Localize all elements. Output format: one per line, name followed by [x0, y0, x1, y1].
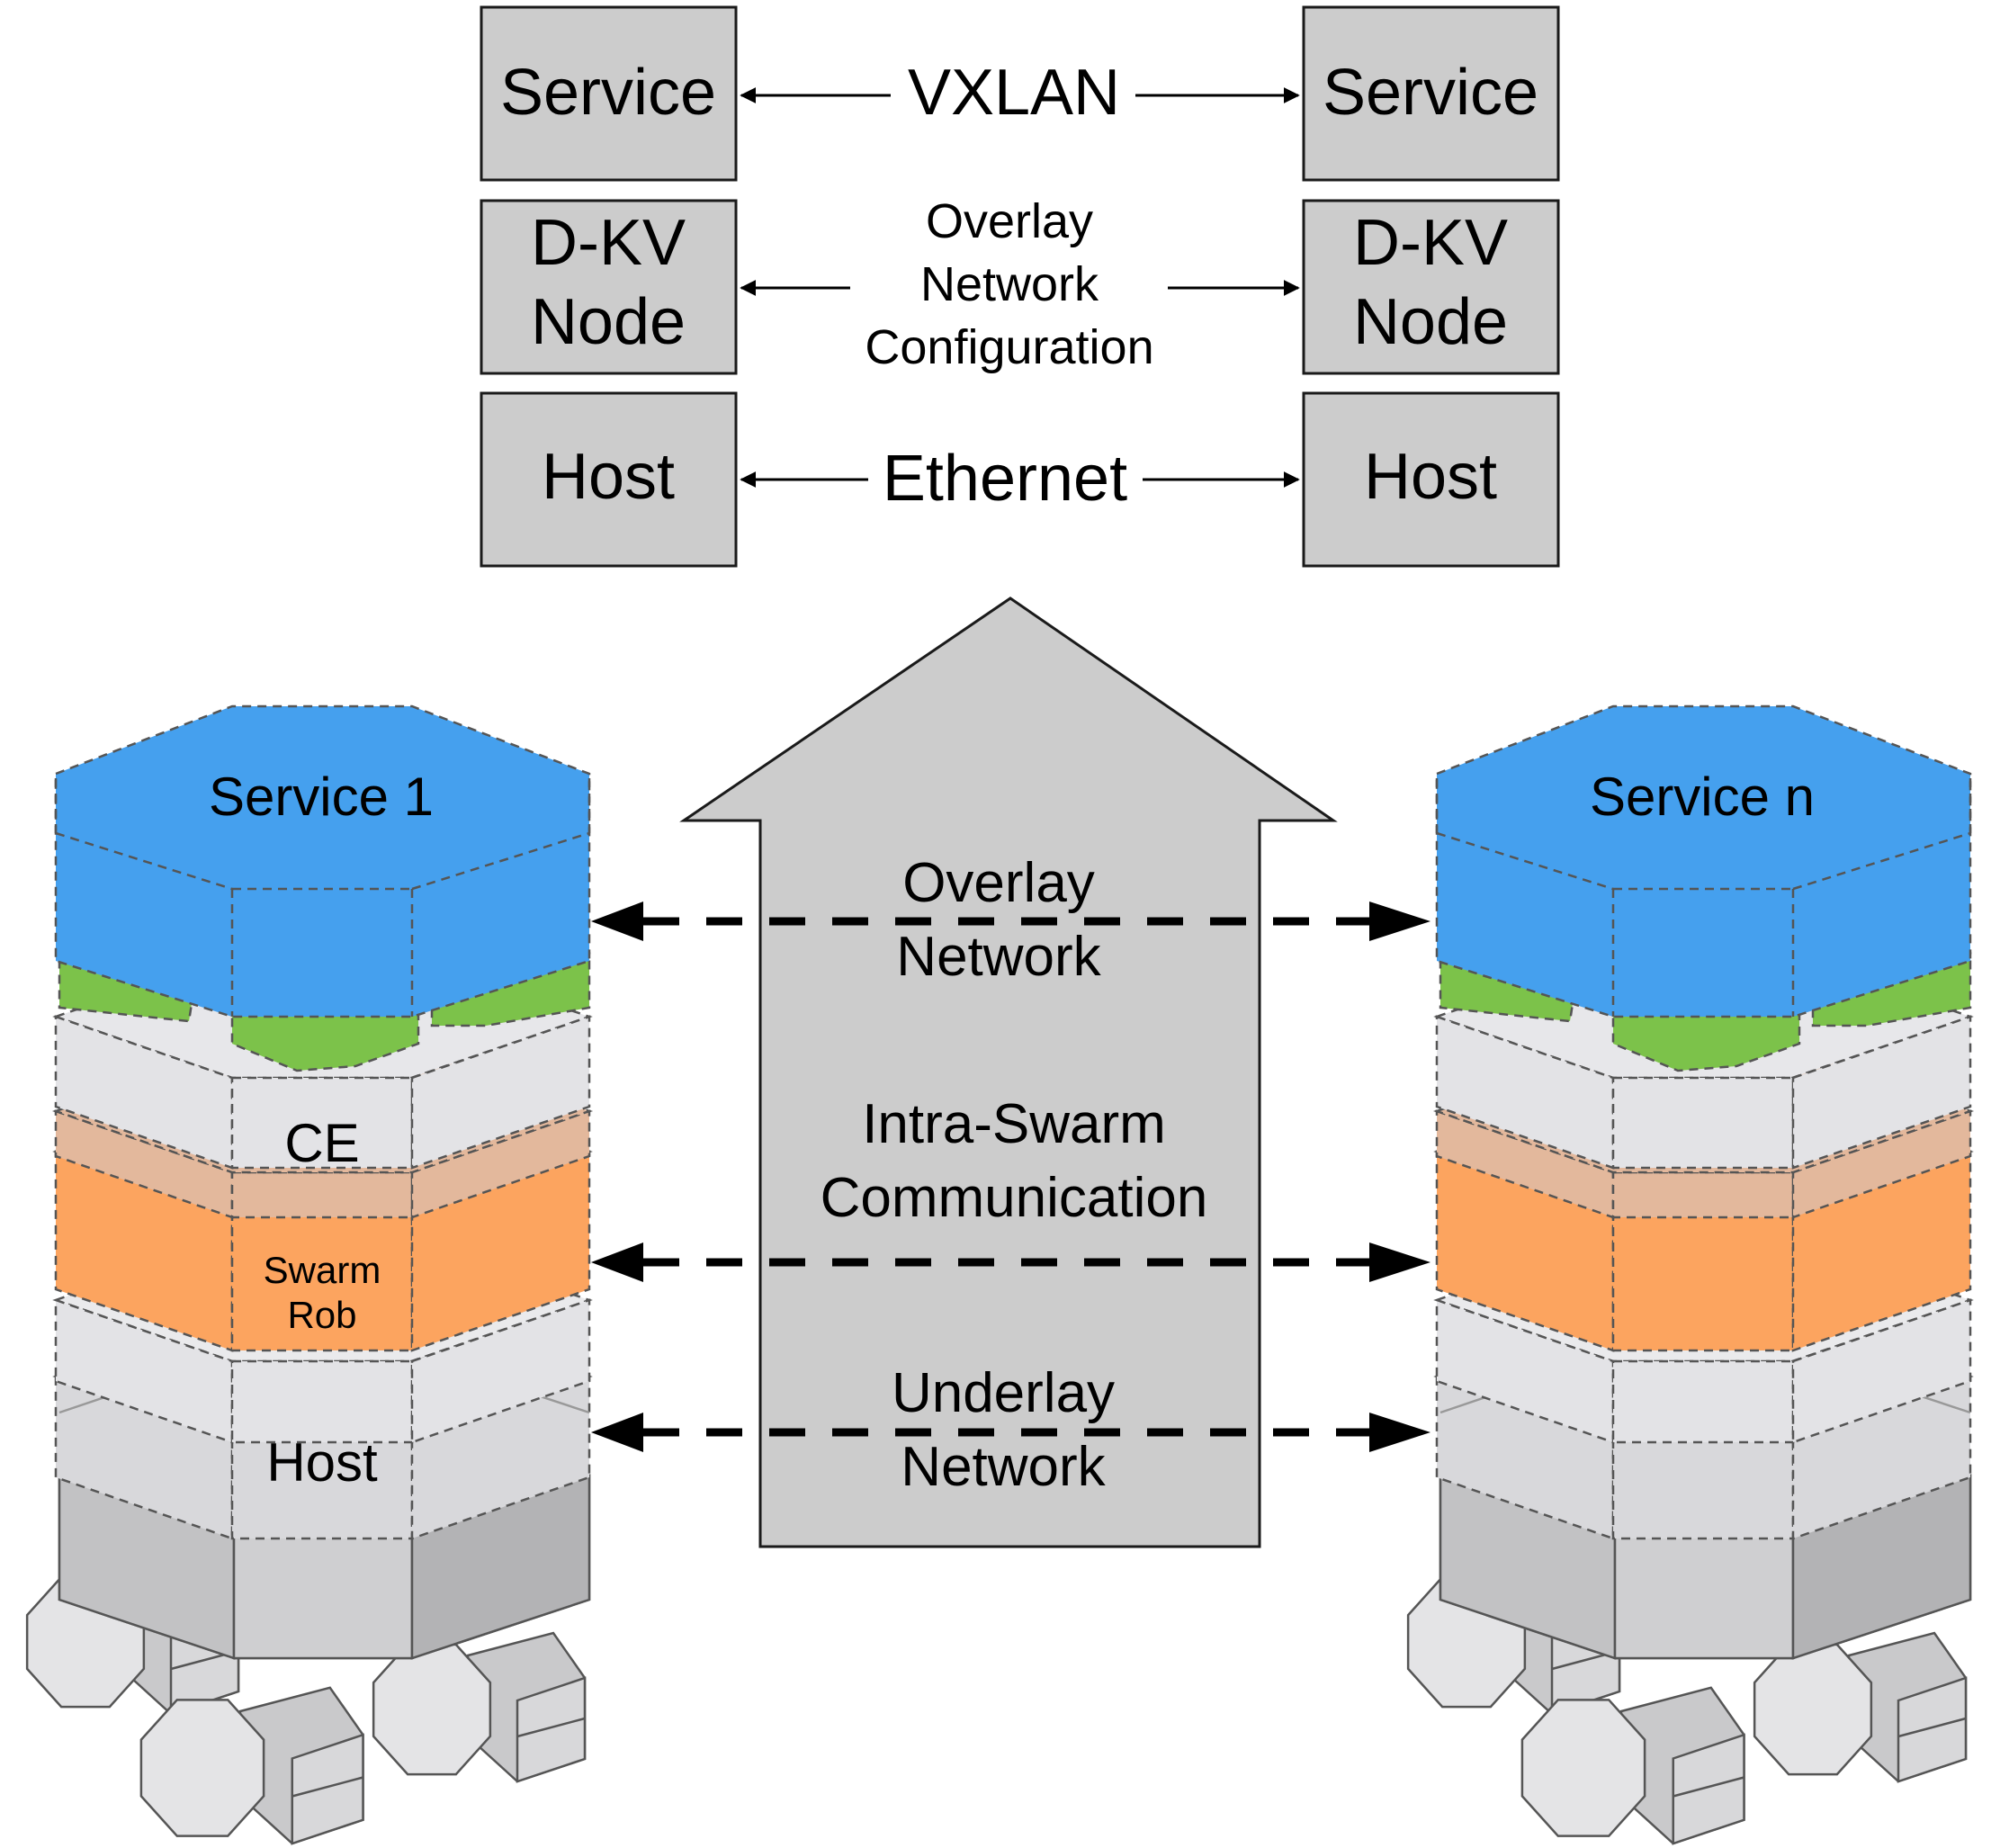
- service-label: Service 1: [209, 767, 434, 827]
- service-label: Service n: [1590, 767, 1815, 827]
- left-host-box: Host: [480, 391, 738, 568]
- wheel: [139, 1686, 364, 1845]
- wheel: [1753, 1631, 1968, 1783]
- left-host-label: Host: [542, 441, 675, 513]
- dashed-links: [591, 902, 1431, 1452]
- right-service-label: Service: [1323, 57, 1538, 129]
- wheel: [1520, 1686, 1745, 1845]
- intra-right-arrowhead: [1369, 1242, 1431, 1282]
- underlay-left-arrowhead: [591, 1413, 643, 1452]
- overlay-left-arrowhead: [591, 902, 643, 941]
- left-service-box: Service: [480, 5, 738, 182]
- overlay-right-arrowhead: [1369, 902, 1431, 941]
- right-service-box: Service: [1302, 5, 1560, 182]
- ethernet-link: Ethernet: [740, 443, 1300, 515]
- service-layer: [1435, 704, 1972, 1018]
- underlay-right-arrowhead: [1369, 1413, 1431, 1452]
- robot-service-n: Service n: [1406, 704, 1974, 1845]
- vxlan-label: VXLAN: [908, 57, 1120, 129]
- right-host-box: Host: [1302, 391, 1560, 568]
- ce-label: CE: [284, 1113, 359, 1173]
- service-layer: [54, 704, 591, 1018]
- vxlan-link: VXLAN: [740, 57, 1300, 129]
- ethernet-label: Ethernet: [883, 443, 1127, 515]
- wheel: [372, 1631, 587, 1783]
- host-label: Host: [266, 1432, 378, 1493]
- right-host-label: Host: [1364, 441, 1497, 513]
- intra-left-arrowhead: [591, 1242, 643, 1282]
- big-up-arrow: [679, 597, 1338, 1548]
- left-service-label: Service: [500, 57, 716, 129]
